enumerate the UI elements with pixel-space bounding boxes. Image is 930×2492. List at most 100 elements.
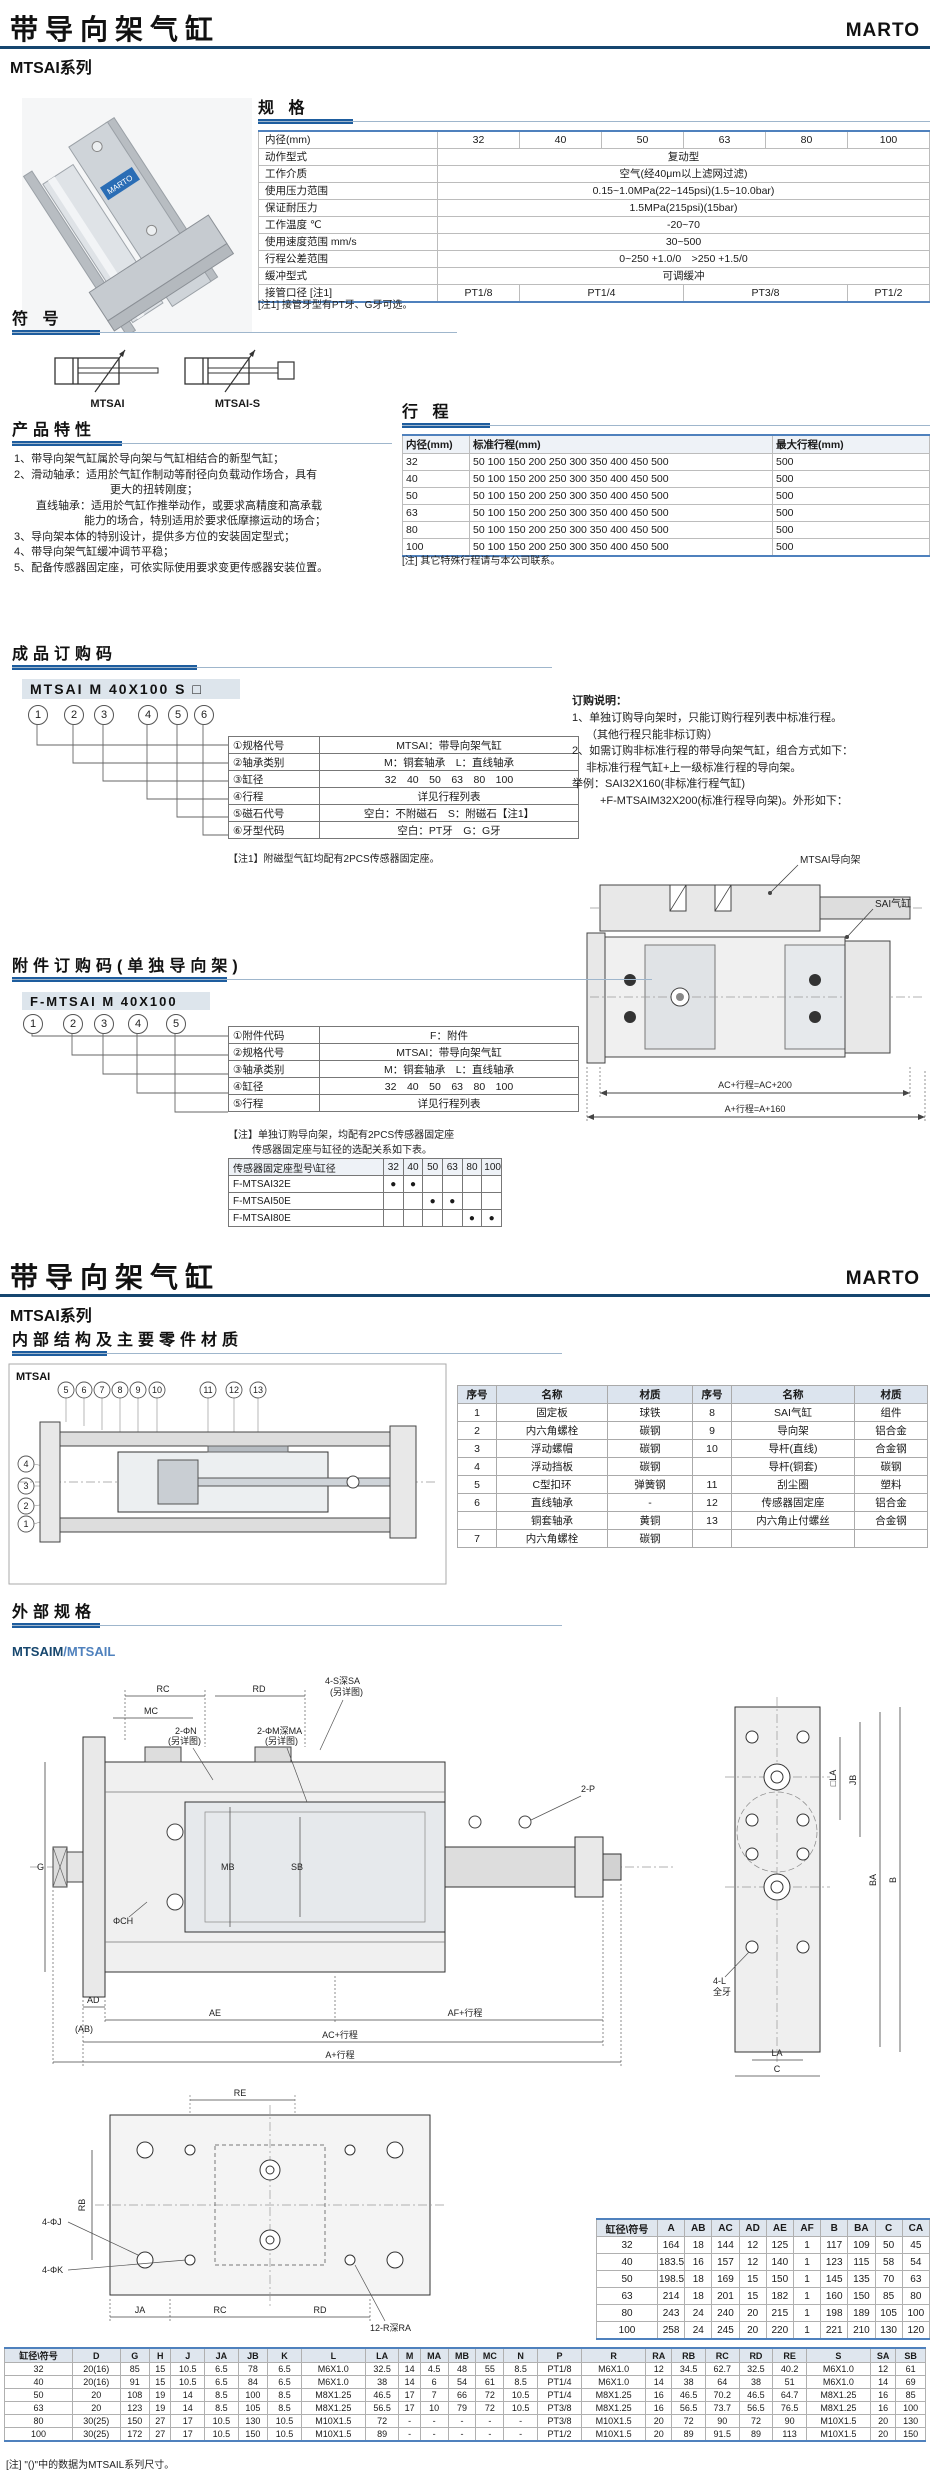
table-row: ⑥牙型代码空白：PT牙 G：G牙: [228, 821, 579, 839]
table-cell: M: [398, 2347, 421, 2363]
table-cell: 90: [704, 2414, 740, 2428]
table-cell: [731, 1529, 855, 1548]
table-cell: F-MTSAI50E: [228, 1192, 384, 1210]
callout-9: 9: [135, 1385, 140, 1395]
table-cell: M6X1.0: [805, 2375, 871, 2389]
table-cell: 6.5: [204, 2375, 239, 2389]
table-cell: 210: [847, 2321, 876, 2340]
table-cell: 导杆(直线): [731, 1439, 855, 1458]
table-cell: 15: [149, 2362, 172, 2376]
spec-cell: PT1/2: [847, 284, 930, 303]
table-cell: -: [447, 2414, 477, 2428]
model-label-alt: /MTSAIL: [63, 1644, 116, 1659]
table-cell: AF: [792, 2218, 822, 2237]
table-cell: 1: [457, 1403, 497, 1422]
table-cell: MTSAI：带导向架气缸: [319, 1043, 579, 1061]
table-cell: 材质: [854, 1385, 928, 1404]
table-cell: 30(25): [72, 2427, 121, 2442]
symbol-label-mtsai-s: MTSAI-S: [214, 398, 261, 410]
table-cell: 10.5: [267, 2414, 302, 2428]
table-cell: 48: [447, 2362, 477, 2376]
spec-cell: 50: [601, 130, 684, 149]
table-cell: 12: [869, 2362, 897, 2376]
table-cell: M10X1.5: [805, 2414, 871, 2428]
section-title-features: 产品特性: [12, 422, 97, 439]
table-cell: ③轴承类别: [228, 1060, 320, 1078]
dim-rd: RD: [253, 1684, 266, 1694]
table-cell: 62.7: [704, 2362, 740, 2376]
table-cell: [692, 1457, 732, 1476]
table-cell: 69: [895, 2375, 926, 2389]
table-cell: 铝合金: [854, 1493, 928, 1512]
table-cell: -: [607, 1493, 693, 1512]
table-cell: 标准行程(mm): [469, 434, 773, 454]
dim-ja: JA: [135, 2305, 146, 2315]
spec-note: [注1] 接管牙型有PT牙、G牙可选。: [258, 300, 413, 311]
table-cell: ④缸径: [228, 1077, 320, 1095]
table-cell: 500: [772, 487, 930, 505]
series-label: MTSAI系列: [10, 60, 92, 77]
table-cell: LA: [364, 2347, 400, 2363]
table-cell: 80: [596, 2304, 658, 2322]
table-cell: RC: [704, 2347, 740, 2363]
spec-label: 内径(mm): [258, 130, 438, 149]
table-cell: 46.5: [364, 2388, 400, 2402]
table-cell: 空白：不附磁石 S：附磁石【注1】: [319, 804, 579, 822]
label-12r-ra: 12-R深RA: [370, 2323, 411, 2333]
table-cell: AE: [765, 2218, 794, 2237]
table-cell: 传感器固定座型号\缸径: [228, 1158, 384, 1176]
table-cell: 64.7: [772, 2388, 807, 2402]
table-cell: -: [398, 2414, 421, 2428]
table-cell: ●: [383, 1175, 404, 1193]
table-cell: 84: [237, 2375, 269, 2389]
table-cell: 123: [119, 2401, 151, 2415]
dim-ac-stroke: AC+行程=AC+200: [718, 1079, 792, 1090]
table-row: F-MTSAI50E●●: [228, 1192, 502, 1210]
label-2n-note: (另详图): [168, 1735, 201, 1746]
table-cell: 54: [447, 2375, 477, 2389]
spec-cell: 30~500: [437, 233, 930, 251]
table-cell: 160: [820, 2287, 849, 2305]
table-cell: 8.5: [267, 2401, 302, 2415]
table-cell: ⑤磁石代号: [228, 804, 320, 822]
feature-line: 3、导向架本体的特别设计，提供多方位的安装固定型式；: [14, 530, 296, 543]
table-cell: 140: [765, 2253, 794, 2271]
table-cell: 16: [645, 2388, 673, 2402]
spec-cell: 32: [437, 130, 520, 149]
label-2m-ma-note: (另详图): [265, 1735, 298, 1746]
table-cell: 50: [874, 2236, 903, 2254]
table-cell: 32: [596, 2236, 658, 2254]
table-cell: 12: [692, 1493, 732, 1512]
table-cell: 20(16): [72, 2375, 121, 2389]
table-cell: AC: [711, 2218, 740, 2237]
table-cell: 72: [475, 2388, 505, 2402]
table-cell: 64: [704, 2375, 740, 2389]
table-cell: SB: [895, 2347, 926, 2363]
table-cell: 20: [645, 2414, 673, 2428]
acc-circle-1: 1: [23, 1014, 43, 1034]
table-cell: 10.5: [204, 2414, 239, 2428]
table-cell: 铝合金: [854, 1421, 928, 1440]
callout-6: 6: [81, 1385, 86, 1395]
table-cell: L: [300, 2347, 366, 2363]
guide-frame-diagram: MTSAI导向架 SAI气缸 AC+行程=AC+200 A+行程=A+160: [586, 853, 926, 1121]
table-cell: 100: [402, 538, 470, 557]
table-row: 序号名称材质序号名称材质: [457, 1385, 928, 1404]
table-cell: C型扣环: [496, 1475, 608, 1494]
table-cell: 10.5: [170, 2375, 206, 2389]
spec-cell: PT1/8: [437, 284, 520, 303]
table-cell: JA: [204, 2347, 239, 2363]
spec-cell: 0~250 +1.0/0 >250 +1.5/0: [437, 250, 930, 268]
table-cell: M10X1.5: [300, 2427, 366, 2442]
table-cell: 215: [765, 2304, 794, 2322]
table-cell: M6X1.0: [300, 2375, 366, 2389]
table-cell: 115: [847, 2253, 876, 2271]
table-cell: 2: [457, 1421, 497, 1440]
section-underline: [12, 441, 392, 447]
header-rule-2: [0, 1294, 930, 1297]
table-cell: 14: [170, 2401, 206, 2415]
